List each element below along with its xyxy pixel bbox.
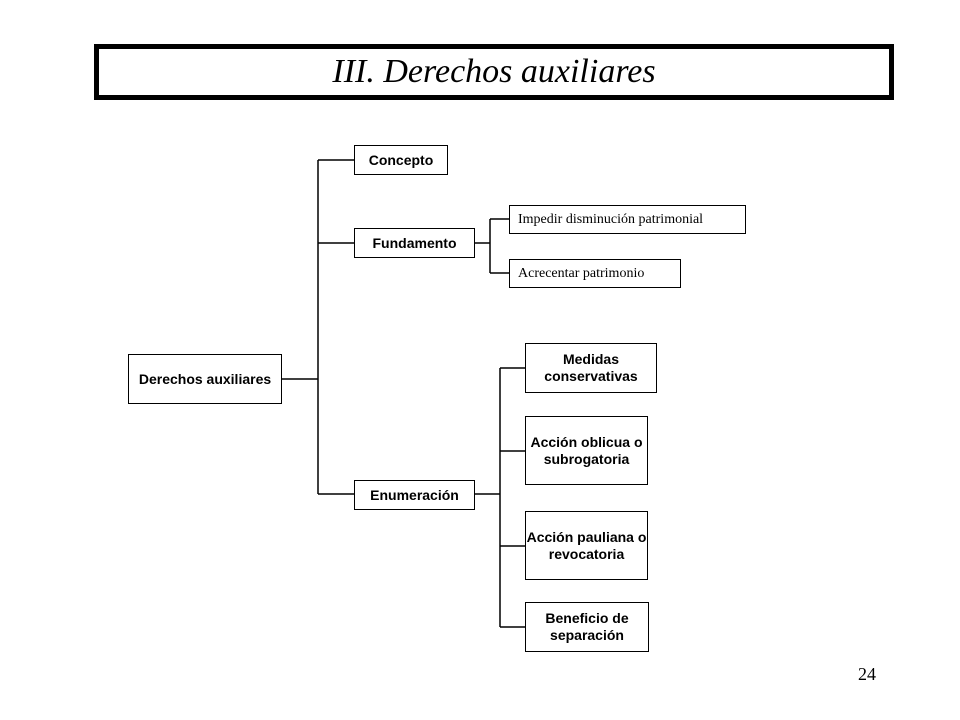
branch-enumeracion: Enumeración (354, 480, 475, 510)
branch-concepto: Concepto (354, 145, 448, 175)
branch-enumeracion-label: Enumeración (370, 486, 459, 503)
enumeracion-item-1: Medidas conservativas (525, 343, 657, 393)
fundamento-item-1: Impedir disminución patrimonial (509, 205, 746, 234)
enumeracion-item-4-label: Beneficio de separación (545, 610, 629, 643)
enumeracion-item-3-label: Acción pauliana o revocatoria (526, 528, 647, 562)
enumeracion-item-4: Beneficio de separación (525, 602, 649, 652)
root-node: Derechos auxiliares (128, 354, 282, 404)
enumeracion-item-2-label: Acción oblicua o subrogatoria (530, 433, 643, 467)
branch-fundamento: Fundamento (354, 228, 475, 258)
slide-title: III. Derechos auxiliares (332, 53, 656, 90)
slide-title-box: III. Derechos auxiliares (94, 44, 894, 100)
fundamento-item-2: Acrecentar patrimonio (509, 259, 681, 288)
branch-fundamento-label: Fundamento (372, 234, 457, 251)
branch-concepto-label: Concepto (368, 151, 434, 168)
enumeracion-item-2: Acción oblicua o subrogatoria (525, 416, 648, 485)
enumeracion-item-1-label: Medidas conservativas (544, 351, 638, 384)
fundamento-item-2-label: Acrecentar patrimonio (518, 265, 645, 281)
enumeracion-item-3: Acción pauliana o revocatoria (525, 511, 648, 580)
page-number: 24 (858, 664, 876, 684)
fundamento-item-1-label: Impedir disminución patrimonial (518, 211, 704, 227)
root-node-label: Derechos auxiliares (138, 370, 272, 387)
